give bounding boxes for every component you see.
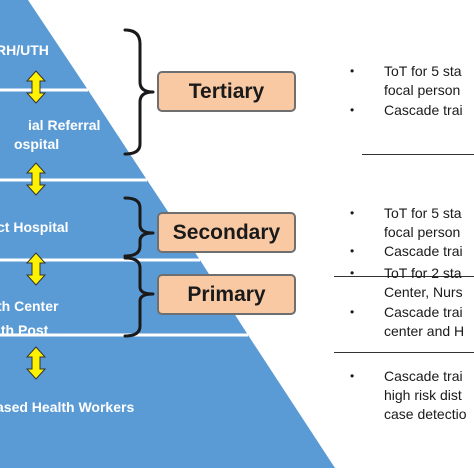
note-line: focal person xyxy=(384,82,461,98)
pyramid-level-5-label: ased Health Workers xyxy=(0,398,134,417)
note-line: center and H xyxy=(384,323,465,339)
bullet-icon: • xyxy=(350,305,355,319)
note-line: Cascade trai xyxy=(384,304,463,320)
note-line: focal person xyxy=(384,224,461,240)
pyramid-level-1-label: RH/UTH xyxy=(0,41,49,60)
bullet-icon: • xyxy=(350,369,355,383)
separator xyxy=(362,154,474,155)
level-line: ased Health Workers xyxy=(0,399,135,415)
double-arrow-vertical-icon xyxy=(25,346,47,380)
note-line: high risk dist xyxy=(384,387,462,403)
bullet-icon: • xyxy=(350,103,355,117)
note-line: ToT for 5 sta xyxy=(384,205,462,221)
separator xyxy=(334,352,474,353)
level-line: lth Post xyxy=(0,322,49,338)
pyramid-level-3 xyxy=(0,180,200,260)
tier-secondary: Secondary xyxy=(157,212,296,253)
note-line: ToT for 2 sta xyxy=(384,265,462,281)
tier-primary: Primary xyxy=(157,274,296,315)
level-line: RH/UTH xyxy=(0,42,49,58)
tier-tertiary: Tertiary xyxy=(157,71,296,112)
note-line: ToT for 5 sta xyxy=(384,63,462,79)
pyramid-level-2 xyxy=(0,90,147,180)
note-line: Cascade trai xyxy=(384,102,463,118)
note-line: Center, Nurs xyxy=(384,284,463,300)
pyramid-level-5 xyxy=(0,335,335,468)
pyramid-level-2-label: ial Referral ospital xyxy=(0,116,100,154)
curly-brace-icon xyxy=(123,196,155,258)
level-line: ospital xyxy=(14,136,60,152)
double-arrow-vertical-icon xyxy=(25,252,47,286)
bullet-icon: • xyxy=(350,64,355,78)
bullet-icon: • xyxy=(350,244,355,258)
separator xyxy=(334,276,474,277)
double-arrow-vertical-icon xyxy=(25,162,47,196)
curly-brace-icon xyxy=(123,28,155,156)
pyramid-level-4-label: th Center lth Post xyxy=(0,294,58,342)
level-line: th Center xyxy=(0,298,59,314)
level-line: ct Hospital xyxy=(0,219,69,235)
level-line: ial Referral xyxy=(28,117,101,133)
double-arrow-vertical-icon xyxy=(25,70,47,104)
note-line: Cascade trai xyxy=(384,243,463,259)
pyramid-level-1 xyxy=(0,0,88,90)
bullet-icon: • xyxy=(350,266,355,280)
note-line: case detectio xyxy=(384,406,467,422)
note-line: Cascade trai xyxy=(384,368,463,384)
pyramid-level-3-label: ct Hospital xyxy=(0,218,69,237)
bullet-icon: • xyxy=(350,206,355,220)
curly-brace-icon xyxy=(123,256,155,338)
